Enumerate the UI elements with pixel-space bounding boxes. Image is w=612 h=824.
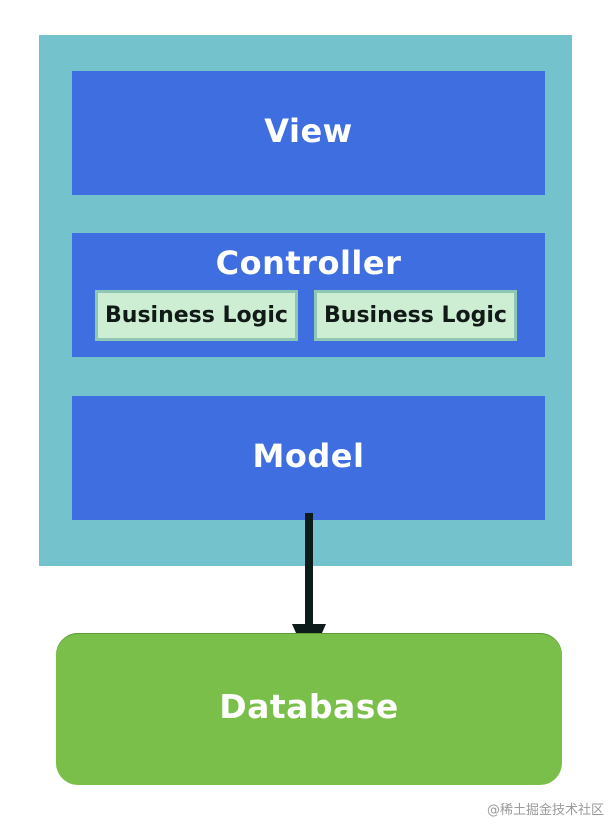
- view-layer: View: [72, 71, 545, 195]
- controller-layer: Controller Business Logic Business Logic: [72, 233, 545, 357]
- business-logic-label-2: Business Logic: [324, 303, 507, 328]
- model-layer: Model: [72, 396, 545, 520]
- mvc-container: View Controller Business Logic Business …: [39, 35, 572, 566]
- view-label: View: [264, 112, 353, 150]
- database-label: Database: [219, 687, 399, 726]
- model-label: Model: [252, 437, 365, 475]
- database-box: Database: [56, 633, 562, 785]
- watermark: @稀土掘金技术社区: [486, 803, 604, 818]
- business-logic-label-1: Business Logic: [105, 303, 288, 328]
- controller-label: Controller: [215, 244, 402, 282]
- business-logic-box-1: Business Logic: [95, 290, 298, 341]
- business-logic-box-2: Business Logic: [314, 290, 517, 341]
